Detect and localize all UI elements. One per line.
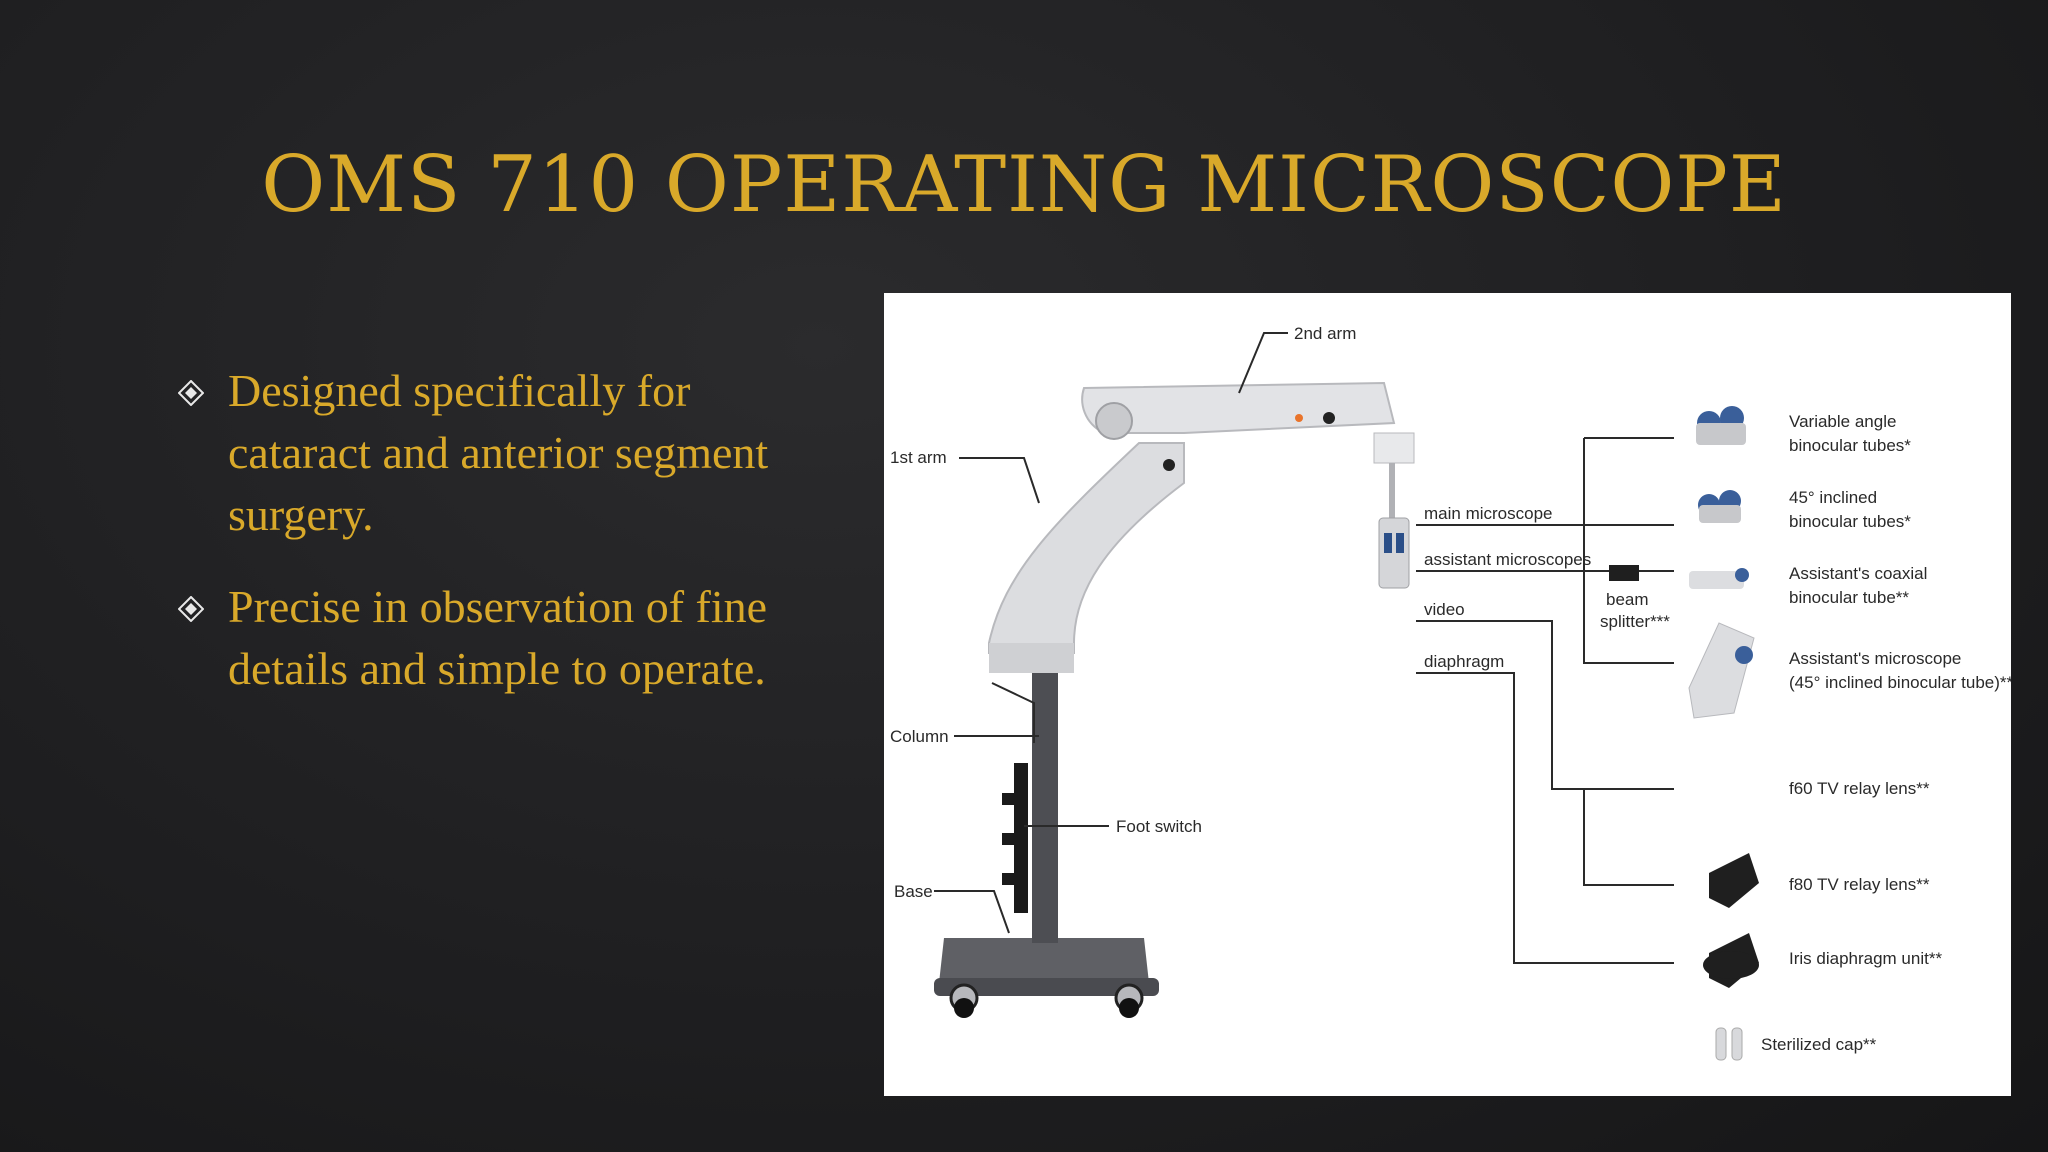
leader-second-arm bbox=[1238, 332, 1288, 394]
assistant-eyepiece bbox=[1735, 646, 1753, 664]
accessory-label: f80 TV relay lens** bbox=[1789, 875, 1930, 894]
binocular-body bbox=[1699, 505, 1741, 523]
caster-tire bbox=[1119, 998, 1139, 1018]
label-main-microscope: main microscope bbox=[1424, 504, 1553, 523]
first-arm-shape bbox=[988, 442, 1185, 654]
label-beam: beam bbox=[1606, 590, 1649, 609]
arm-joint bbox=[1323, 412, 1335, 424]
column-shape bbox=[1032, 673, 1058, 943]
caster-tire bbox=[954, 998, 974, 1018]
diamond-bullet-icon bbox=[178, 596, 204, 622]
label-second-arm: 2nd arm bbox=[1294, 324, 1356, 343]
connector-diaphragm bbox=[1416, 672, 1674, 964]
microscope-illustration bbox=[934, 381, 1415, 1018]
bullet-item: Precise in observation of fine details a… bbox=[170, 576, 810, 700]
microscope-diagram-svg: 2nd arm 1st arm Column Foot switch Base … bbox=[890, 324, 2011, 1061]
accessory-label: (45° inclined binocular tube)** bbox=[1789, 673, 2011, 692]
accessory-label: f60 TV relay lens** bbox=[1789, 779, 1930, 798]
accessory-label: binocular tubes* bbox=[1789, 512, 1911, 531]
label-diaphragm: diaphragm bbox=[1424, 652, 1504, 671]
diamond-bullet-icon bbox=[178, 380, 204, 406]
leader-base bbox=[934, 890, 1010, 934]
branch bbox=[1552, 788, 1674, 886]
label-assistant-microscopes: assistant microscopes bbox=[1424, 550, 1591, 569]
leader-first-arm bbox=[959, 457, 1040, 504]
accessory-icons bbox=[1688, 406, 1759, 1061]
label-base: Base bbox=[894, 882, 933, 901]
tv-relay-lens-icon bbox=[1709, 853, 1759, 908]
base-shape bbox=[939, 938, 1149, 983]
iris-diaphragm-icon bbox=[1703, 951, 1759, 979]
head-stem bbox=[1389, 463, 1395, 523]
head-optic bbox=[1384, 533, 1392, 553]
coaxial-eyepiece bbox=[1735, 568, 1749, 582]
head-optic bbox=[1396, 533, 1404, 553]
accessory-label: Assistant's microscope bbox=[1789, 649, 1961, 668]
head-mount bbox=[1373, 432, 1415, 464]
microscope-diagram: 2nd arm 1st arm Column Foot switch Base … bbox=[884, 293, 2011, 1096]
holder-bar bbox=[991, 682, 1035, 743]
label-foot-switch: Foot switch bbox=[1116, 817, 1202, 836]
assistant-microscope-icon bbox=[1688, 622, 1755, 719]
accessory-label: binocular tubes* bbox=[1789, 436, 1911, 455]
foot-switch-pedal bbox=[1002, 873, 1020, 885]
microscope-head bbox=[1378, 517, 1410, 589]
column-head bbox=[989, 643, 1074, 673]
accessory-label: Sterilized cap** bbox=[1761, 1035, 1877, 1054]
accessory-label: Variable angle bbox=[1789, 412, 1896, 431]
label-video: video bbox=[1424, 600, 1465, 619]
bullet-text: Precise in observation of fine details a… bbox=[228, 581, 768, 694]
bullet-list: Designed specifically for cataract and a… bbox=[170, 360, 810, 730]
bullet-text: Designed specifically for cataract and a… bbox=[228, 365, 769, 540]
foot-switch-pedal bbox=[1002, 833, 1020, 845]
beam-splitter-shape bbox=[1609, 565, 1639, 581]
branch bbox=[1583, 438, 1674, 664]
accessory-label: binocular tube** bbox=[1789, 588, 1909, 607]
binocular-body bbox=[1696, 423, 1746, 445]
foot-switch-pedal bbox=[1002, 793, 1020, 805]
connector-video bbox=[1416, 620, 1674, 790]
accessory-label: Iris diaphragm unit** bbox=[1789, 949, 1942, 968]
second-arm-shape bbox=[1081, 381, 1396, 434]
arm-joint bbox=[1163, 459, 1175, 471]
label-column: Column bbox=[890, 727, 949, 746]
arm-knob bbox=[1095, 402, 1133, 440]
indicator-dot bbox=[1295, 414, 1303, 422]
label-first-arm: 1st arm bbox=[890, 448, 947, 467]
sterilized-cap-icon bbox=[1715, 1027, 1727, 1061]
accessory-label: 45° inclined bbox=[1789, 488, 1877, 507]
slide-title: OMS 710 OPERATING MICROSCOPE bbox=[261, 140, 1787, 230]
bullet-item: Designed specifically for cataract and a… bbox=[170, 360, 810, 546]
accessory-label: Assistant's coaxial bbox=[1789, 564, 1927, 583]
base-foot bbox=[934, 978, 1159, 996]
sterilized-cap-icon bbox=[1731, 1027, 1743, 1061]
label-splitter: splitter*** bbox=[1600, 612, 1670, 631]
coaxial-tube-icon bbox=[1689, 571, 1744, 589]
